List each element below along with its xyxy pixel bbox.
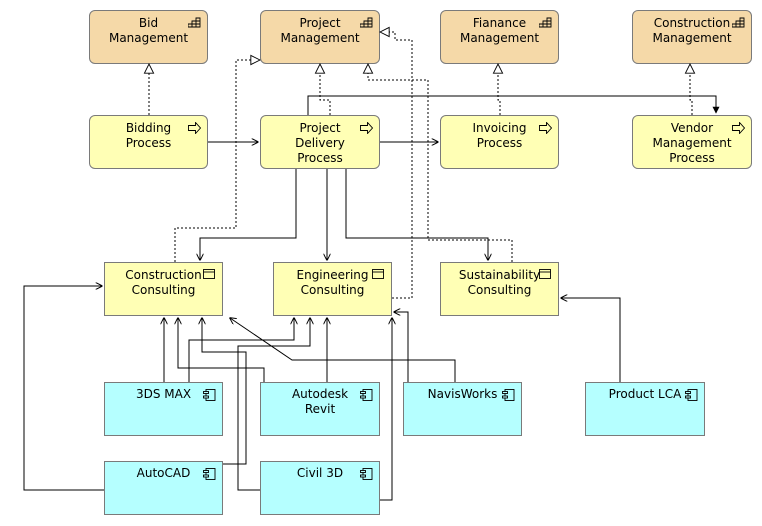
node-label: Sustainability Consulting [458, 268, 541, 297]
node-civil-3d[interactable]: Civil 3D [260, 461, 380, 515]
component-icon [685, 389, 698, 401]
service-icon [372, 269, 384, 279]
node-label: AutoCAD [136, 466, 191, 480]
node-bid-management[interactable]: Bid Management [89, 10, 208, 64]
process-arrow-icon [188, 122, 201, 134]
component-icon [360, 468, 373, 480]
node-autocad[interactable]: AutoCAD [104, 461, 223, 515]
node-finance-management[interactable]: Fianance Management [440, 10, 559, 64]
flow-line [307, 95, 720, 115]
component-icon [203, 389, 216, 401]
service-icon [539, 269, 551, 279]
serving-line [188, 318, 294, 382]
node-label: Project Management [280, 16, 360, 45]
node-label: Fianance Management [459, 16, 540, 45]
node-bidding-process[interactable]: Bidding Process [89, 115, 208, 169]
node-label: Construction Management [652, 16, 732, 45]
realization-line [380, 32, 413, 299]
serving-line [23, 286, 104, 491]
node-sustainability-consulting[interactable]: Sustainability Consulting [440, 262, 559, 316]
node-label: Civil 3D [296, 466, 344, 480]
node-label: Engineering Consulting [296, 268, 369, 297]
component-icon [360, 389, 373, 401]
component-icon [203, 468, 216, 480]
node-label: Bid Management [108, 16, 189, 45]
node-label: Invoicing Process [472, 121, 527, 150]
realization-line [320, 64, 331, 115]
node-label: NavisWorks [427, 387, 498, 401]
serving-line [345, 169, 488, 260]
node-3ds-max[interactable]: 3DS MAX [104, 382, 223, 436]
node-project-delivery-process[interactable]: Project Delivery Process [260, 115, 380, 169]
serving-line [200, 169, 297, 260]
serving-line [237, 318, 310, 491]
node-label: Project Delivery Process [295, 121, 345, 165]
realization-line [690, 64, 692, 115]
node-invoicing-process[interactable]: Invoicing Process [440, 115, 559, 169]
node-navisworks[interactable]: NavisWorks [403, 382, 522, 436]
node-engineering-consulting[interactable]: Engineering Consulting [273, 262, 392, 316]
node-label: 3DS MAX [135, 387, 192, 401]
node-label: Bidding Process [125, 121, 172, 150]
process-arrow-icon [732, 122, 745, 134]
capability-icon [360, 17, 373, 28]
process-arrow-icon [360, 122, 373, 134]
serving-line [230, 318, 456, 382]
service-icon [203, 269, 215, 279]
capability-icon [539, 17, 552, 28]
node-construction-management[interactable]: Construction Management [632, 10, 752, 64]
node-autodesk-revit[interactable]: Autodesk Revit [260, 382, 380, 436]
serving-line [380, 318, 392, 501]
node-construction-consulting[interactable]: Construction Consulting [104, 262, 223, 316]
realization-line [174, 60, 260, 262]
node-label: Autodesk Revit [291, 387, 349, 416]
serving-line [561, 298, 621, 382]
node-label: Construction Consulting [125, 268, 202, 297]
node-label: Vendor Management Process [652, 121, 732, 165]
process-arrow-icon [539, 122, 552, 134]
node-label: Product LCA [608, 387, 682, 401]
capability-icon [732, 17, 745, 28]
serving-line [394, 312, 409, 382]
node-product-lca[interactable]: Product LCA [585, 382, 705, 436]
realization-line [368, 64, 513, 262]
realization-line [498, 64, 500, 115]
serving-line [178, 318, 265, 382]
component-icon [502, 389, 515, 401]
capability-icon [188, 17, 201, 28]
node-vendor-management-process[interactable]: Vendor Management Process [632, 115, 752, 169]
